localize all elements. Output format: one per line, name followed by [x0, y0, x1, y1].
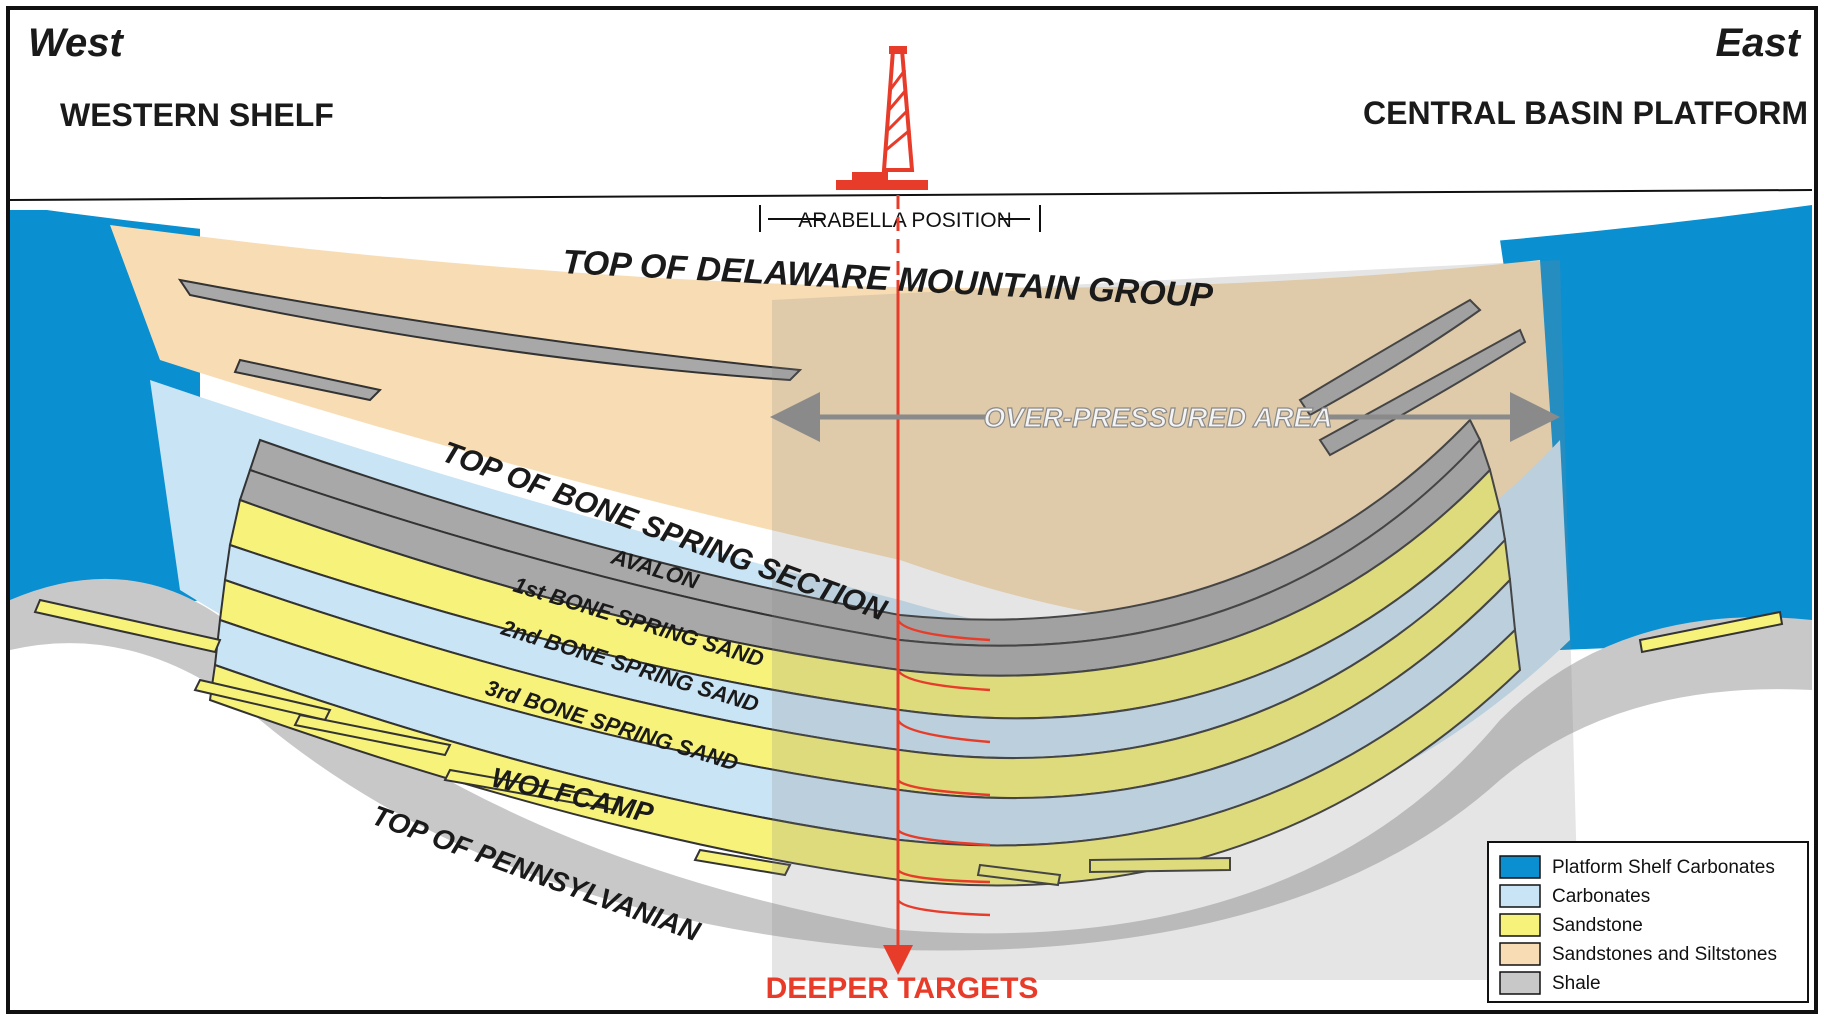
- lateral-legs: [896, 619, 991, 917]
- arabella-position-label: ARABELLA POSITION: [798, 209, 1012, 232]
- east-label: East: [1716, 21, 1802, 65]
- wolfcamp-sand-lens-3: [293, 713, 452, 757]
- legend-swatch: [1499, 942, 1541, 966]
- wolfcamp-sand-lens-4: [443, 768, 622, 812]
- shale-lens-upper-2: [233, 358, 383, 402]
- western-shelf-label: WESTERN SHELF: [60, 97, 334, 133]
- legend-swatch: [1499, 971, 1541, 995]
- legend-label: Sandstone: [1552, 915, 1643, 936]
- arabella-position-bracket: [759, 205, 1041, 232]
- shale-lens-east-1: [1298, 298, 1482, 417]
- ground-surface: [9, 189, 1813, 201]
- west-label: West: [28, 21, 125, 65]
- legend-swatch: [1499, 913, 1541, 937]
- shale-lens-east-2: [1318, 328, 1527, 457]
- legend-label: Carbonates: [1552, 886, 1650, 907]
- below-pennsylvanian: [10, 643, 1812, 1008]
- platform-carbonates-east: [1500, 205, 1812, 650]
- wolfcamp-sand-lens-7: [1089, 856, 1231, 874]
- over-pressured-label: OVER-PRESSURED AREA: [983, 402, 1332, 433]
- sandstones-siltstones-fill: [110, 225, 1560, 630]
- wolfcamp-sand-lens-6: [976, 863, 1062, 887]
- drilling-rig-icon: [836, 46, 928, 190]
- legend-label: Sandstones and Siltstones: [1552, 944, 1777, 965]
- east-sand-lens: [1638, 610, 1784, 654]
- shale-lens-upper-1: [177, 278, 803, 382]
- legend-swatch: [1499, 855, 1541, 879]
- legend-label: Shale: [1552, 973, 1601, 994]
- legend-swatch: [1499, 884, 1541, 908]
- wolfcamp-sand-lens-1: [33, 598, 222, 654]
- central-basin-platform-label: CENTRAL BASIN PLATFORM: [1363, 95, 1808, 131]
- deeper-targets-label: DEEPER TARGETS: [766, 972, 1039, 1005]
- legend-label: Platform Shelf Carbonates: [1552, 857, 1775, 878]
- over-pressured-shading: [772, 260, 1580, 980]
- wolfcamp-sand-lens-5: [693, 848, 792, 877]
- legend: Platform Shelf CarbonatesCarbonatesSands…: [1487, 841, 1809, 1003]
- third-bone-spring-sand: [208, 627, 1522, 887]
- legend-box: [1487, 841, 1809, 1003]
